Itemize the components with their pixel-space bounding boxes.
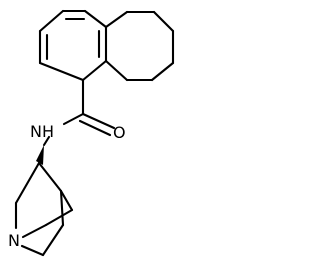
bond <box>21 223 48 239</box>
bond <box>44 208 74 227</box>
amide-oxygen-label: O <box>113 123 126 142</box>
molecular-structure: O NH N <box>8 9 175 257</box>
carbonyl-double-bond <box>81 112 116 130</box>
bond <box>38 9 65 33</box>
saturated-ring <box>104 10 175 82</box>
bond <box>14 161 41 205</box>
bond <box>104 59 129 82</box>
bond <box>152 10 175 33</box>
bond <box>42 135 51 147</box>
amide-nitrogen-label: NH <box>30 122 54 141</box>
bond <box>62 112 85 126</box>
bridgehead-nitrogen-label: N <box>8 231 20 250</box>
amide-group: O NH <box>30 78 126 147</box>
bond <box>83 9 108 29</box>
carbonyl-double-bond <box>78 119 112 137</box>
bond <box>59 189 74 212</box>
bond <box>37 161 63 193</box>
bond <box>41 223 65 257</box>
wedge-bond <box>36 145 44 165</box>
bond <box>38 61 85 82</box>
bond <box>81 59 108 82</box>
aromatic-ring <box>38 9 108 82</box>
quinuclidine-cage: N <box>8 161 74 257</box>
bond <box>104 10 129 29</box>
bond <box>59 189 65 227</box>
bond <box>20 244 45 257</box>
bond <box>150 61 175 82</box>
